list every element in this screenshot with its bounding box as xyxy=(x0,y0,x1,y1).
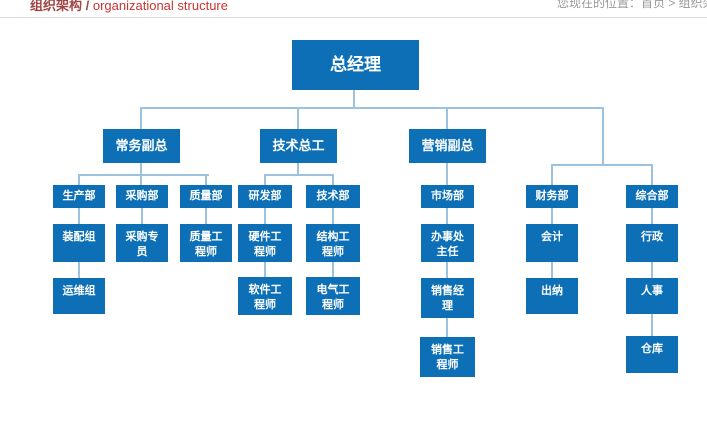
connector-line xyxy=(446,208,448,224)
connector-line xyxy=(446,262,448,278)
org-node-structural-engineer: 结构工 程师 xyxy=(306,224,360,262)
connector-line xyxy=(264,174,266,185)
page-title: 组织架构 / organizational structure xyxy=(30,0,228,14)
org-node-assembly-group: 装配组 xyxy=(53,224,105,262)
connector-line xyxy=(78,174,80,185)
connector-line xyxy=(332,208,334,224)
connector-line xyxy=(141,208,143,224)
connector-line xyxy=(651,314,653,336)
breadcrumb[interactable]: 您现在的位置：首页 > 组织架构 xyxy=(557,0,707,10)
org-node-electrical-engineer: 电气工 程师 xyxy=(306,277,360,315)
connector-line xyxy=(551,164,653,166)
org-node-hr: 人事 xyxy=(626,278,678,314)
org-node-technical-dept: 技术部 xyxy=(306,185,360,208)
connector-line xyxy=(264,174,334,176)
header-divider xyxy=(0,17,707,18)
connector-line xyxy=(140,107,142,129)
org-node-procurement-dept: 采购部 xyxy=(116,185,168,208)
connector-line xyxy=(332,174,334,185)
connector-line xyxy=(297,107,299,129)
org-node-marketing-deputy-gm: 营销副总 xyxy=(409,129,486,163)
connector-line xyxy=(446,163,448,185)
connector-line xyxy=(651,208,653,224)
connector-line xyxy=(446,318,448,337)
org-node-quality-engineer: 质量工 程师 xyxy=(180,224,232,262)
connector-line xyxy=(551,164,553,185)
connector-line xyxy=(205,174,207,185)
org-node-cashier: 出纳 xyxy=(526,278,578,314)
connector-line xyxy=(551,208,553,224)
org-node-hardware-engineer: 硬件工 程师 xyxy=(238,224,292,262)
connector-line xyxy=(651,262,653,278)
page-header: 组织架构 / organizational structure 您现在的位置：首… xyxy=(0,0,707,18)
org-node-sales-manager: 销售经 理 xyxy=(421,278,474,318)
connector-line xyxy=(205,208,207,224)
org-node-software-engineer: 软件工 程师 xyxy=(238,277,292,315)
page-title-zh: 组织架构 / xyxy=(30,0,90,13)
org-node-procurement-specialist: 采购专 员 xyxy=(116,224,168,262)
org-node-chief-engineer: 技术总工 xyxy=(260,129,337,163)
connector-line xyxy=(651,164,653,185)
connector-line xyxy=(353,90,355,108)
org-node-finance-dept: 财务部 xyxy=(526,185,578,208)
org-node-market-dept: 市场部 xyxy=(421,185,474,208)
connector-line xyxy=(78,174,209,176)
org-node-sales-engineer: 销售工 程师 xyxy=(420,337,475,377)
page-title-en: organizational structure xyxy=(92,0,228,13)
connector-line xyxy=(332,262,334,277)
org-node-rnd-dept: 研发部 xyxy=(238,185,292,208)
connector-line xyxy=(297,163,299,175)
connector-line xyxy=(264,208,266,224)
connector-line xyxy=(78,262,80,278)
org-node-production-dept: 生产部 xyxy=(53,185,105,208)
org-node-general-manager: 总经理 xyxy=(292,40,419,90)
connector-line xyxy=(551,262,553,278)
connector-line xyxy=(78,208,80,224)
connector-line xyxy=(602,107,604,165)
connector-line xyxy=(264,262,266,277)
connector-line xyxy=(446,107,448,129)
org-node-office-director: 办事处 主任 xyxy=(421,224,474,262)
connector-line xyxy=(140,107,604,109)
org-node-general-affairs-dept: 综合部 xyxy=(626,185,678,208)
org-node-quality-dept: 质量部 xyxy=(180,185,232,208)
org-node-administration: 行政 xyxy=(626,224,678,262)
org-node-executive-deputy-gm: 常务副总 xyxy=(103,129,180,163)
org-node-accountant: 会计 xyxy=(526,224,578,262)
org-node-warehouse: 仓库 xyxy=(626,336,678,373)
org-node-operations-group: 运维组 xyxy=(53,278,105,314)
